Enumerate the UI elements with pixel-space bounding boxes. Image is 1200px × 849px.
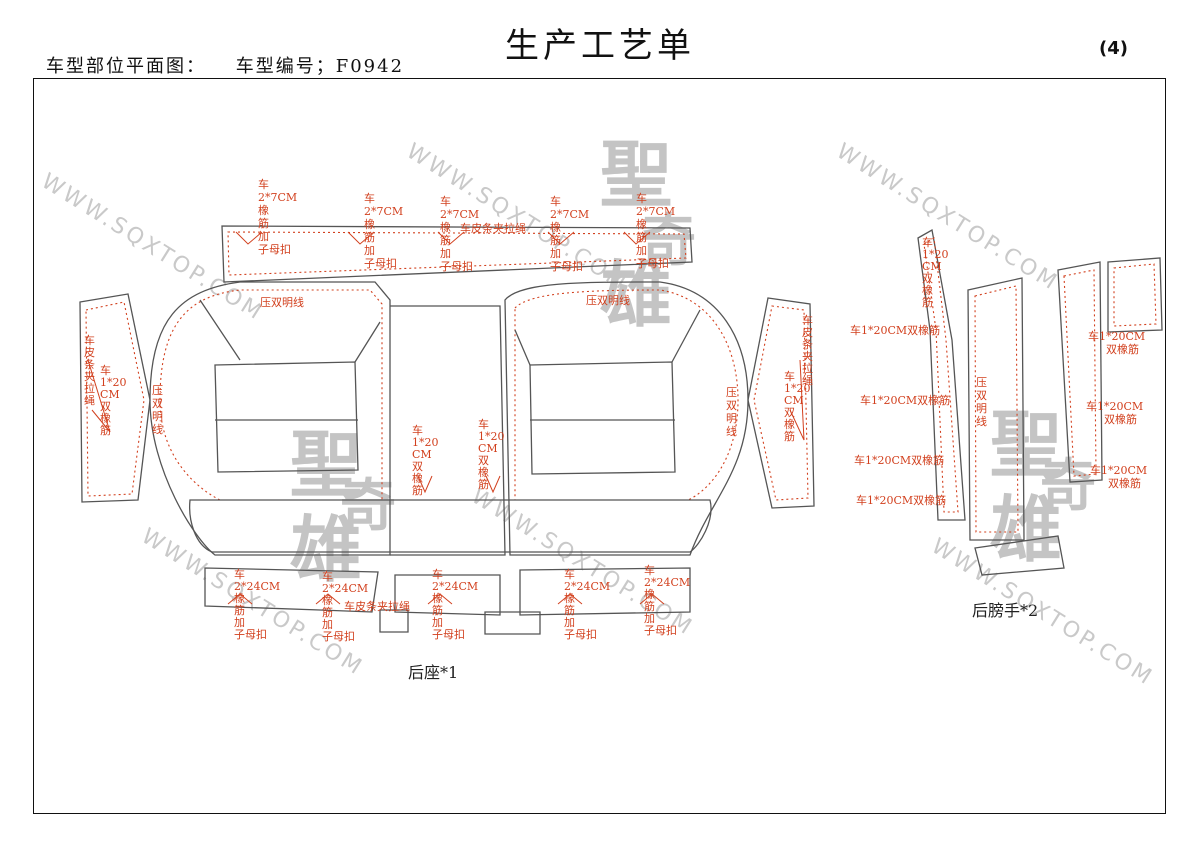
watermark-logo: 奇 <box>1040 453 1096 519</box>
annotation-text: 压双明线 <box>586 293 630 307</box>
annotation-text: 压双明线 <box>260 295 304 309</box>
annotation-text: 车皮条夹拉绳 <box>802 313 813 387</box>
layout-label: 车型部位平面图： <box>46 56 206 77</box>
annotation-text: 车皮条夹拉绳 <box>84 333 95 407</box>
watermark-logo: 雄 <box>600 252 672 337</box>
left-side-piece <box>79 293 151 503</box>
rear-seat-piece <box>149 281 749 556</box>
annotation-text: 车皮条夹拉绳 <box>460 221 526 235</box>
top-strip-piece <box>221 225 693 283</box>
watermark-logo: 雄 <box>990 487 1062 572</box>
page-number: (4) <box>1099 38 1128 59</box>
watermark-logo: 聖 <box>600 132 672 217</box>
watermark-url: WWW.SQXTOP.COM <box>832 139 1063 296</box>
annotation-text: 车1*20CM双橡筋 <box>854 453 944 467</box>
caption-rear-armrest: 后膀手*2 <box>972 601 1038 620</box>
annotation-text: 车1*20CM双橡筋 <box>850 323 940 337</box>
watermark-url: WWW.SQXTOP.COM <box>467 484 698 641</box>
bottom-strip-piece <box>204 567 691 635</box>
annotation-text: 车1*20CM双橡筋 <box>860 393 950 407</box>
watermark-logo: 聖 <box>290 422 362 507</box>
watermark-logo: 聖 <box>990 402 1062 487</box>
annotation-text: 车皮条夹拉绳 <box>344 599 410 613</box>
watermark-url: WWW.SQXTOP.COM <box>37 169 268 326</box>
watermark-logo: 奇 <box>340 473 396 539</box>
right-side-piece <box>747 297 815 509</box>
annotation-text: 压双明线 <box>726 386 737 438</box>
document-title: 生产工艺单 <box>505 26 695 66</box>
drawing-frame <box>33 78 1166 814</box>
rear-armrest-pieces <box>917 228 1163 576</box>
watermark-logo: 雄 <box>290 507 362 592</box>
annotation-text: 压双明线 <box>152 384 163 436</box>
annotation-text: 压双明线 <box>976 376 987 428</box>
annotation-text: 车1*20CM双橡筋 <box>856 493 946 507</box>
model-number: 车型编号；F0942 <box>235 56 405 77</box>
header-labels: 车型部位平面图： 车型编号；F0942 <box>46 52 426 78</box>
caption-rear-seat: 后座*1 <box>408 663 458 682</box>
